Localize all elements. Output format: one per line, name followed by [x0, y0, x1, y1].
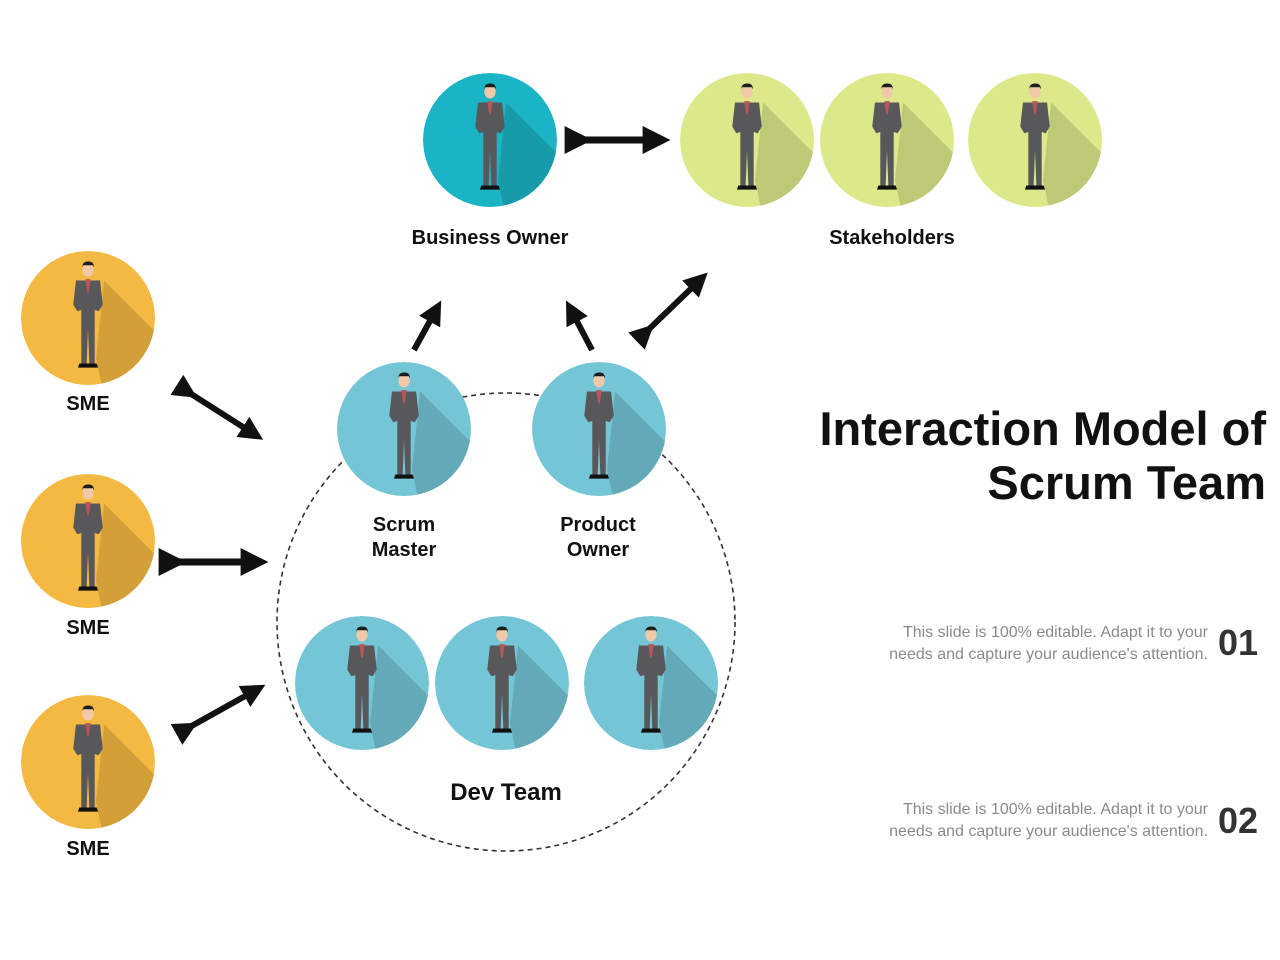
- note-line: needs and capture your audience's attent…: [889, 823, 1208, 840]
- person-icon: [423, 73, 557, 207]
- stakeholders-label: Stakeholders: [829, 227, 955, 249]
- sme-avatar: [21, 251, 155, 385]
- scrum-master-label-line: Master: [371, 539, 437, 561]
- product-owner-avatar: [532, 362, 666, 496]
- product-owner-label-line: Product: [560, 514, 636, 536]
- note-line: This slide is 100% editable. Adapt it to…: [902, 624, 1208, 641]
- note-01-text: This slide is 100% editable. Adapt it to…: [828, 622, 1208, 666]
- arrow-sme-1: [170, 374, 264, 440]
- scrum-team-boundary: [276, 392, 736, 852]
- dev-team-avatar: [295, 616, 429, 750]
- scrum-master-label: Scrum Master: [334, 513, 474, 563]
- product-owner-label-line: Owner: [566, 539, 630, 561]
- person-icon: [21, 251, 155, 385]
- sme-avatar: [21, 474, 155, 608]
- title-line: Scrum Team: [987, 456, 1266, 509]
- arrow-scrum-master-up: [411, 300, 442, 352]
- business-owner-label: Business Owner: [411, 227, 569, 249]
- person-icon: [532, 362, 666, 496]
- stakeholder-avatar: [968, 73, 1102, 207]
- sme-label: SME: [66, 838, 110, 860]
- product-owner-label: Product Owner: [528, 513, 668, 563]
- scrum-master-label-line: Scrum: [372, 514, 436, 536]
- person-icon: [295, 616, 429, 750]
- person-icon: [337, 362, 471, 496]
- stakeholder-avatar: [680, 73, 814, 207]
- person-icon: [820, 73, 954, 207]
- person-icon: [21, 474, 155, 608]
- sme-label: SME: [66, 393, 110, 415]
- sme-avatar: [21, 695, 155, 829]
- note-01-number: 01: [1218, 622, 1259, 663]
- person-icon: [968, 73, 1102, 207]
- arrow-product-owner-up: [565, 300, 595, 352]
- person-icon: [435, 616, 569, 750]
- note-line: This slide is 100% editable. Adapt it to…: [902, 801, 1208, 818]
- title-line: Interaction Model of: [819, 402, 1267, 455]
- dev-team-label: Dev Team: [450, 779, 562, 806]
- arrow-sme-3: [170, 684, 266, 745]
- scrum-master-avatar: [337, 362, 471, 496]
- note-line: needs and capture your audience's attent…: [889, 646, 1208, 663]
- person-icon: [21, 695, 155, 829]
- stakeholder-avatar: [820, 73, 954, 207]
- dev-team-avatar: [435, 616, 569, 750]
- note-02-number: 02: [1218, 800, 1259, 841]
- note-02-text: This slide is 100% editable. Adapt it to…: [828, 799, 1208, 843]
- arrow-product-owner-stakeholders: [628, 272, 708, 350]
- person-icon: [584, 616, 718, 750]
- sme-label: SME: [66, 617, 110, 639]
- business-owner-avatar: [423, 73, 557, 207]
- dev-team-avatar: [584, 616, 718, 750]
- page-title: Interaction Model of Scrum Team: [820, 402, 1267, 510]
- person-icon: [680, 73, 814, 207]
